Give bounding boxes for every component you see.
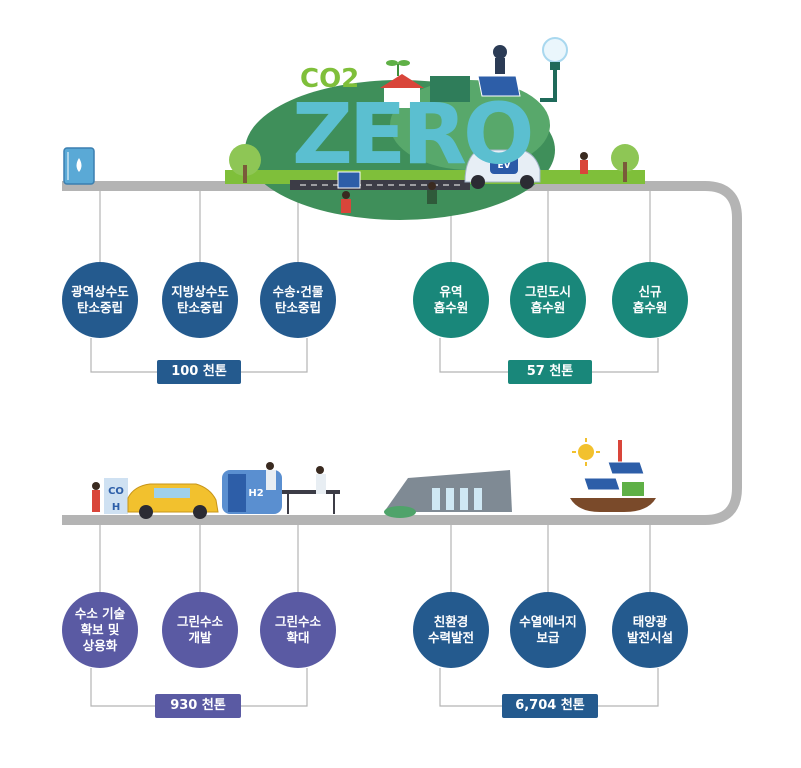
co-label: CO: [108, 486, 124, 497]
item-green-city-sink: 그린도시 흡수원: [510, 262, 586, 338]
h-label: H: [112, 502, 120, 513]
item-solar-facility: 태양광 발전시설: [612, 592, 688, 668]
item-watershed-sink: 유역 흡수원: [413, 262, 489, 338]
total-badge-sink: 57 천톤: [508, 360, 592, 384]
total-badge-hydrogen: 930 천톤: [155, 694, 241, 718]
item-hydrothermal-energy: 수열에너지 보급: [510, 592, 586, 668]
item-local-water-carbon-neutral: 지방상수도 탄소중립: [162, 262, 238, 338]
sprout-icon: [386, 60, 410, 76]
co2-title: CO2: [300, 64, 360, 94]
ev-label: EV: [497, 161, 510, 171]
total-badge-renewable: 6,704 천톤: [502, 694, 598, 718]
item-transport-building-carbon-neutral: 수송·건물 탄소중립: [260, 262, 336, 338]
item-new-sink: 신규 흡수원: [612, 262, 688, 338]
item-green-hydrogen-expansion: 그린수소 확대: [260, 592, 336, 668]
hydrogen-scene: [92, 462, 340, 519]
pipeline-path: [62, 181, 742, 525]
h2-label: H2: [248, 488, 263, 499]
item-hydrogen-tech-commercialization: 수소 기술 확보 및 상용화: [62, 592, 138, 668]
item-metropolitan-water-carbon-neutral: 광역상수도 탄소중립: [62, 262, 138, 338]
item-green-hydrogen-development: 그린수소 개발: [162, 592, 238, 668]
ev-car-icon: [464, 149, 541, 189]
light-bulb-icon: [540, 37, 568, 102]
person-icon: [337, 152, 588, 213]
item-eco-hydropower: 친환경 수력발전: [413, 592, 489, 668]
solar-panel-icon: [477, 45, 521, 97]
total-badge-carbon-neutral: 100 천톤: [157, 360, 241, 384]
floating-solar-icon: [570, 438, 656, 512]
water-tank-icon: [63, 147, 95, 185]
dam-icon: [384, 470, 512, 518]
zero-title: ZERO: [292, 85, 534, 183]
